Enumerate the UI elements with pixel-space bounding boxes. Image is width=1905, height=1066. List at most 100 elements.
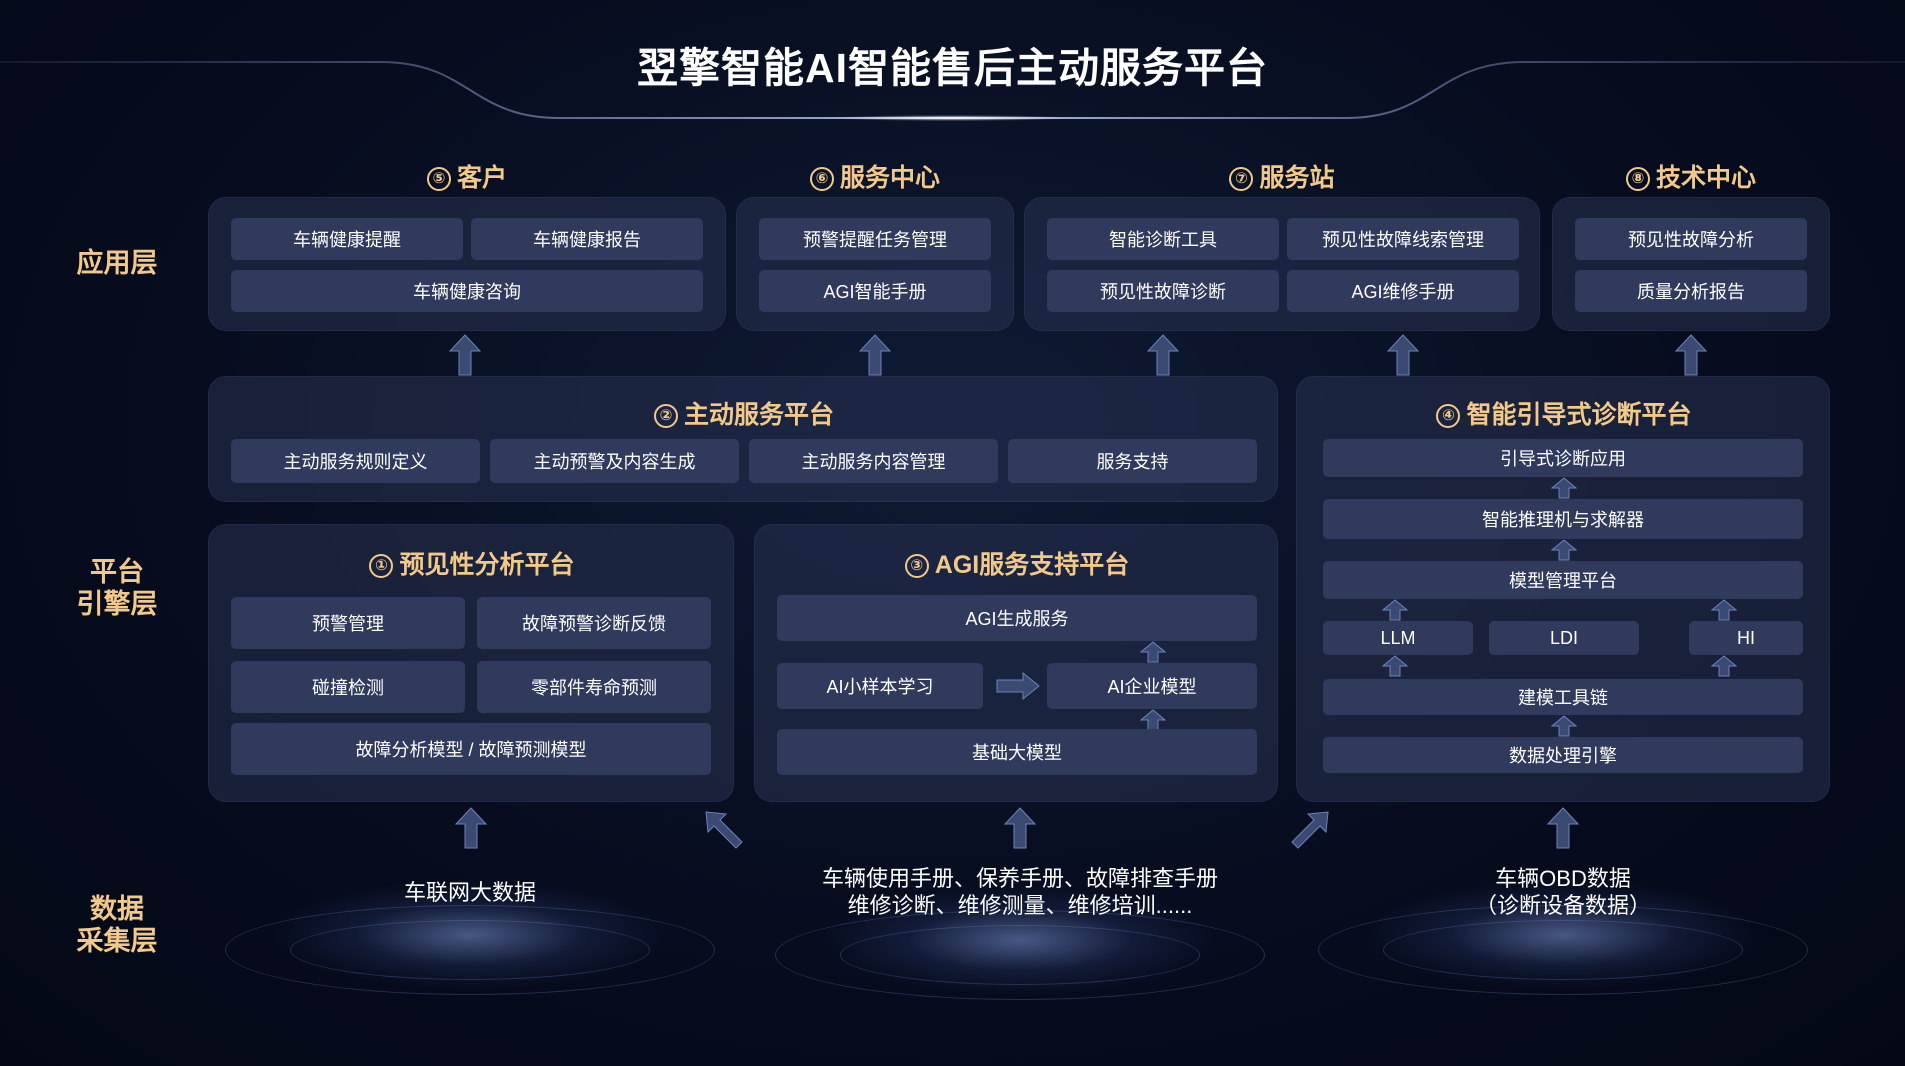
cell-agi-repair-manual[interactable]: AGI维修手册: [1287, 270, 1519, 312]
cell-vehicle-health-report[interactable]: 车辆健康报告: [471, 218, 703, 260]
data-source-manuals-line2: 维修诊断、维修测量、维修培训......: [847, 893, 1193, 918]
layer-label-platform-line2: 引擎层: [76, 589, 158, 619]
cell-ldi[interactable]: LDI: [1489, 621, 1639, 655]
section-title-text: 智能引导式诊断平台: [1466, 401, 1692, 429]
cell-smart-diagnostic-tool[interactable]: 智能诊断工具: [1047, 218, 1279, 260]
cell-warning-task-mgmt[interactable]: 预警提醒任务管理: [759, 218, 991, 260]
layer-label-platform: 平台 引擎层: [52, 556, 182, 620]
section-title-text: 服务站: [1259, 164, 1335, 192]
cell-quality-report[interactable]: 质量分析报告: [1575, 270, 1807, 312]
arrow-up-icon: [1551, 477, 1577, 499]
arrow-up-icon: [858, 334, 892, 376]
number-badge: ②: [653, 404, 678, 428]
panel-service-station: 智能诊断工具 预见性故障线索管理 预见性故障诊断 AGI维修手册: [1024, 197, 1540, 331]
cell-hi[interactable]: HI: [1689, 621, 1803, 655]
title-frame: [0, 61, 1905, 121]
platform-ring: [1383, 920, 1743, 980]
arrow-up-icon: [1711, 599, 1737, 621]
cell-few-shot-learning[interactable]: AI小样本学习: [777, 663, 983, 709]
section-title-text: 主动服务平台: [683, 401, 834, 429]
arrow-up-icon: [1140, 641, 1166, 663]
arrow-up-icon: [1551, 539, 1577, 561]
page-title: 翌擎智能AI智能售后主动服务平台: [637, 45, 1268, 91]
cell-fault-models[interactable]: 故障分析模型 / 故障预测模型: [231, 723, 711, 775]
arrow-up-icon: [1140, 709, 1166, 731]
arrow-up-icon: [1546, 807, 1580, 849]
cell-data-engine[interactable]: 数据处理引擎: [1323, 737, 1803, 773]
data-source-obd: 车辆OBD数据 （诊断设备数据）: [1413, 865, 1713, 919]
data-source-manuals: 车辆使用手册、保养手册、故障排查手册 维修诊断、维修测量、维修培训......: [770, 865, 1270, 919]
arrow-up-right-icon: [1291, 811, 1329, 849]
section-title-text: 客户: [456, 164, 507, 192]
panel-customer: 车辆健康提醒 车辆健康报告 车辆健康咨询: [208, 197, 726, 331]
section-title-text: 技术中心: [1655, 164, 1756, 192]
cell-part-life-predict[interactable]: 零部件寿命预测: [477, 661, 711, 713]
cell-model-mgmt[interactable]: 模型管理平台: [1323, 561, 1803, 599]
cell-predictive-fault-clue-mgmt[interactable]: 预见性故障线索管理: [1287, 218, 1519, 260]
layer-label-platform-line1: 平台: [90, 557, 144, 587]
number-badge: ⑦: [1229, 167, 1254, 191]
arrow-up-icon: [1386, 334, 1420, 376]
layer-label-data-line2: 采集层: [76, 926, 158, 956]
arrow-up-icon: [1003, 807, 1037, 849]
number-badge: ⑥: [809, 167, 834, 191]
number-badge: ③: [904, 554, 929, 578]
arrow-up-icon: [454, 807, 488, 849]
layer-label-data: 数据 采集层: [52, 893, 182, 957]
arrow-up-icon: [1146, 334, 1180, 376]
number-badge: ④: [1436, 404, 1461, 428]
arrow-right-icon: [996, 671, 1040, 701]
layer-label-app: 应用层: [76, 248, 158, 278]
cell-predictive-fault-diagnosis[interactable]: 预见性故障诊断: [1047, 270, 1279, 312]
arrow-up-icon: [1382, 655, 1408, 677]
section-title-text: 服务中心: [839, 164, 940, 192]
panel-tech-center: 预见性故障分析 质量分析报告: [1552, 197, 1830, 331]
cell-foundation-model[interactable]: 基础大模型: [777, 729, 1257, 775]
arrow-up-icon: [1382, 599, 1408, 621]
data-source-obd-line1: 车辆OBD数据: [1495, 866, 1631, 891]
arrow-up-icon: [448, 334, 482, 376]
cell-vehicle-health-consult[interactable]: 车辆健康咨询: [231, 270, 703, 312]
arrow-up-icon: [1711, 655, 1737, 677]
cell-inference-engine[interactable]: 智能推理机与求解器: [1323, 499, 1803, 539]
cell-vehicle-health-reminder[interactable]: 车辆健康提醒: [231, 218, 463, 260]
platform-ring: [225, 905, 715, 995]
cell-agi-gen-service[interactable]: AGI生成服务: [777, 595, 1257, 641]
section-title-text: AGI服务支持平台: [934, 551, 1130, 579]
cell-warning-mgmt[interactable]: 预警管理: [231, 597, 465, 649]
platform-ring: [290, 920, 650, 980]
cell-warning-feedback[interactable]: 故障预警诊断反馈: [477, 597, 711, 649]
platform-ring: [840, 925, 1200, 985]
number-badge: ⑤: [426, 167, 451, 191]
cell-enterprise-model[interactable]: AI企业模型: [1047, 663, 1257, 709]
cell-collision-detect[interactable]: 碰撞检测: [231, 661, 465, 713]
panel-service-center: 预警提醒任务管理 AGI智能手册: [736, 197, 1014, 331]
layer-label-data-line1: 数据: [90, 894, 144, 924]
cell-guided-diag-app[interactable]: 引导式诊断应用: [1323, 439, 1803, 477]
cell-modeling-toolchain[interactable]: 建模工具链: [1323, 679, 1803, 715]
cell-llm[interactable]: LLM: [1323, 621, 1473, 655]
number-badge: ①: [369, 554, 394, 578]
section-title-text: 预见性分析平台: [399, 551, 575, 579]
cell-service-support[interactable]: 服务支持: [1008, 439, 1257, 483]
cell-warning-content-gen[interactable]: 主动预警及内容生成: [490, 439, 739, 483]
cell-agi-manual[interactable]: AGI智能手册: [759, 270, 991, 312]
cell-content-mgmt[interactable]: 主动服务内容管理: [749, 439, 998, 483]
arrow-up-icon: [1551, 715, 1577, 737]
data-source-obd-line2: （诊断设备数据）: [1474, 893, 1651, 918]
cell-predictive-fault-analysis[interactable]: 预见性故障分析: [1575, 218, 1807, 260]
cell-rule-definition[interactable]: 主动服务规则定义: [231, 439, 480, 483]
number-badge: ⑧: [1625, 167, 1650, 191]
data-source-iov: 车联网大数据: [403, 880, 536, 905]
